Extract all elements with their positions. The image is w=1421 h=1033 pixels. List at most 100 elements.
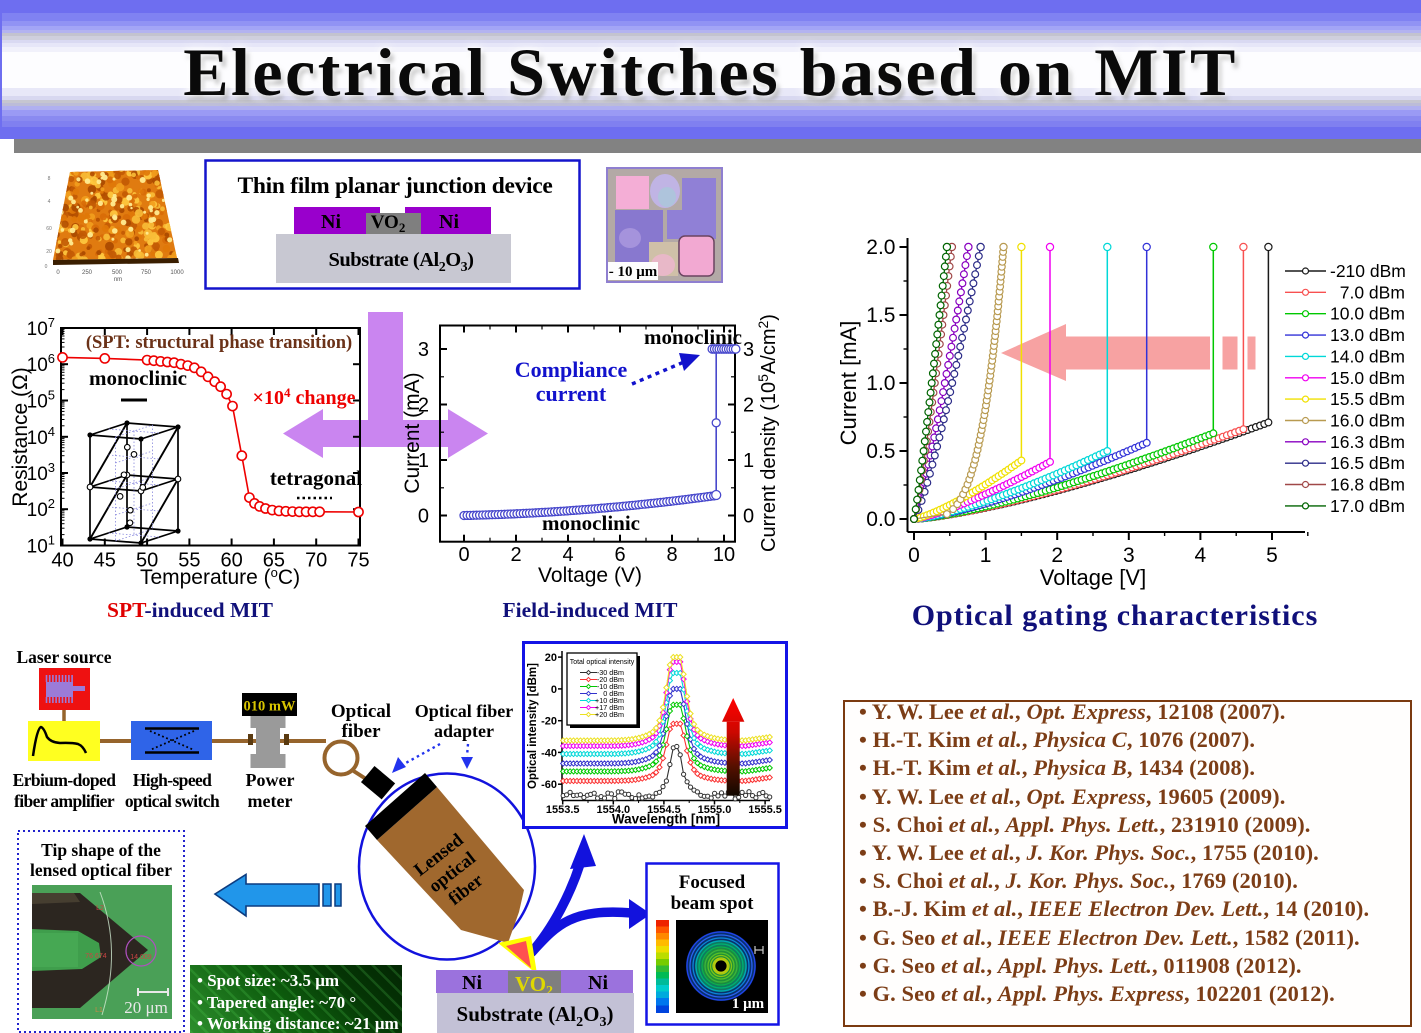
svg-text:13.0 dBm: 13.0 dBm [1330, 325, 1405, 345]
svg-text:14 009: 14 009 [130, 954, 152, 961]
svg-text:Erbium-doped: Erbium-doped [13, 770, 117, 790]
svg-text:Current [mA]: Current [mA] [836, 321, 861, 446]
svg-text:Current (mA): Current (mA) [401, 372, 424, 493]
svg-text:0 dBm: 0 dBm [603, 689, 624, 698]
svg-text:meter: meter [248, 791, 293, 811]
svg-text:Wavelength [nm]: Wavelength [nm] [612, 812, 720, 827]
svg-text:3: 3 [1123, 544, 1135, 567]
svg-text:4: 4 [48, 199, 51, 205]
svg-text:beam spot: beam spot [671, 893, 755, 914]
svg-text:-10 dBm: -10 dBm [597, 682, 624, 691]
svg-text:0: 0 [56, 270, 60, 276]
svg-text:500: 500 [112, 270, 123, 276]
svg-text:-20: -20 [541, 716, 557, 728]
svg-text:750: 750 [141, 270, 152, 276]
svg-text:65: 65 [263, 550, 285, 572]
svg-text:adapter: adapter [434, 721, 494, 741]
svg-text:1000: 1000 [170, 270, 184, 276]
svg-text:20: 20 [545, 652, 557, 664]
svg-text:14.0 dBm: 14.0 dBm [1330, 346, 1405, 366]
svg-text:0: 0 [458, 544, 469, 566]
svg-text:current: current [536, 381, 607, 406]
svg-text:Resistance (Ω): Resistance (Ω) [10, 367, 32, 506]
svg-text:0: 0 [45, 264, 48, 270]
svg-text:5: 5 [1266, 544, 1278, 567]
svg-text:- 10 μm: - 10 μm [609, 264, 658, 280]
svg-text:45: 45 [94, 550, 116, 572]
svg-text:0: 0 [743, 506, 754, 528]
svg-text:L1: L1 [95, 1007, 103, 1014]
svg-text:+10 dBm: +10 dBm [595, 696, 624, 705]
svg-text:-30 dBm: -30 dBm [597, 668, 624, 677]
svg-text:monoclinic: monoclinic [89, 366, 187, 390]
svg-text:1: 1 [743, 450, 754, 472]
svg-text:1554.5: 1554.5 [647, 804, 681, 816]
svg-text:3: 3 [743, 339, 754, 361]
svg-text:+20 dBm: +20 dBm [595, 710, 624, 719]
svg-text:50: 50 [136, 550, 158, 572]
svg-text:15.5 dBm: 15.5 dBm [1330, 389, 1405, 409]
svg-text:Ni: Ni [321, 211, 341, 233]
svg-text:8: 8 [48, 176, 51, 182]
svg-text:20: 20 [46, 249, 52, 255]
svg-text:16.3 dBm: 16.3 dBm [1330, 432, 1405, 452]
svg-text:lensed optical fiber: lensed optical fiber [30, 860, 172, 880]
svg-text:1: 1 [418, 450, 429, 472]
svg-text:0: 0 [551, 684, 557, 696]
svg-text:2: 2 [743, 395, 754, 417]
svg-text:0: 0 [418, 506, 429, 528]
svg-text:Compliance: Compliance [515, 357, 628, 382]
svg-text:2: 2 [1051, 544, 1063, 567]
svg-text:1555.5: 1555.5 [748, 804, 782, 816]
svg-text:VO2: VO2 [371, 212, 406, 235]
svg-text:107: 107 [27, 315, 55, 340]
svg-text:0.0: 0.0 [866, 508, 895, 531]
svg-text:4: 4 [1195, 544, 1207, 567]
svg-text:-20 dBm: -20 dBm [597, 675, 624, 684]
svg-text:-60: -60 [541, 779, 557, 791]
svg-text:Optical intensity [dBm]: Optical intensity [dBm] [527, 663, 539, 789]
svg-text:Focused: Focused [679, 872, 746, 893]
svg-text:7.0 dBm: 7.0 dBm [1330, 282, 1405, 302]
svg-text:monoclinic: monoclinic [542, 511, 640, 535]
svg-text:2: 2 [418, 395, 429, 417]
svg-text:4: 4 [562, 544, 573, 566]
svg-text:High-speed: High-speed [133, 770, 212, 790]
svg-text:optical switch: optical switch [125, 791, 220, 811]
svg-text:1: 1 [980, 544, 992, 567]
svg-text:2: 2 [510, 544, 521, 566]
svg-text:nm: nm [114, 277, 122, 283]
svg-text:20 μm: 20 μm [124, 998, 168, 1017]
svg-text:fiber amplifier: fiber amplifier [14, 791, 115, 811]
svg-text:L2: L2 [96, 905, 104, 912]
svg-text:250: 250 [82, 270, 93, 276]
svg-text:1.0: 1.0 [866, 372, 895, 395]
svg-text:1555.0: 1555.0 [698, 804, 732, 816]
svg-text:75: 75 [347, 550, 369, 572]
svg-text:15.0 dBm: 15.0 dBm [1330, 368, 1405, 388]
svg-text:1553.5: 1553.5 [546, 804, 580, 816]
svg-text:Voltage (V): Voltage (V) [538, 564, 642, 587]
svg-text:-40: -40 [541, 747, 557, 759]
svg-text:tetragonal: tetragonal [270, 466, 362, 490]
svg-text:2.0: 2.0 [866, 236, 895, 259]
svg-text:Tip shape of the: Tip shape of the [41, 840, 161, 860]
svg-text:010 mW: 010 mW [244, 699, 296, 715]
svg-text:55: 55 [178, 550, 200, 572]
svg-text:Laser source: Laser source [16, 647, 111, 667]
svg-text:16.8 dBm: 16.8 dBm [1330, 475, 1405, 495]
svg-text:Optical fiber: Optical fiber [415, 701, 513, 721]
svg-text:1.5: 1.5 [866, 304, 895, 327]
svg-text:103: 103 [27, 460, 55, 485]
svg-text:Ni: Ni [588, 972, 608, 994]
svg-text:40: 40 [51, 550, 73, 572]
svg-text:10.0 dBm: 10.0 dBm [1330, 304, 1405, 324]
svg-text:16.0 dBm: 16.0 dBm [1330, 411, 1405, 431]
svg-text:10: 10 [713, 544, 735, 566]
svg-text:monoclinic: monoclinic [644, 325, 742, 349]
svg-text:Temperature (oC): Temperature (oC) [140, 565, 300, 589]
svg-text:Thin film planar junction devi: Thin film planar junction device [237, 173, 552, 199]
svg-text:Ni: Ni [439, 211, 459, 233]
svg-text:60: 60 [46, 226, 52, 232]
svg-text:60: 60 [220, 550, 242, 572]
